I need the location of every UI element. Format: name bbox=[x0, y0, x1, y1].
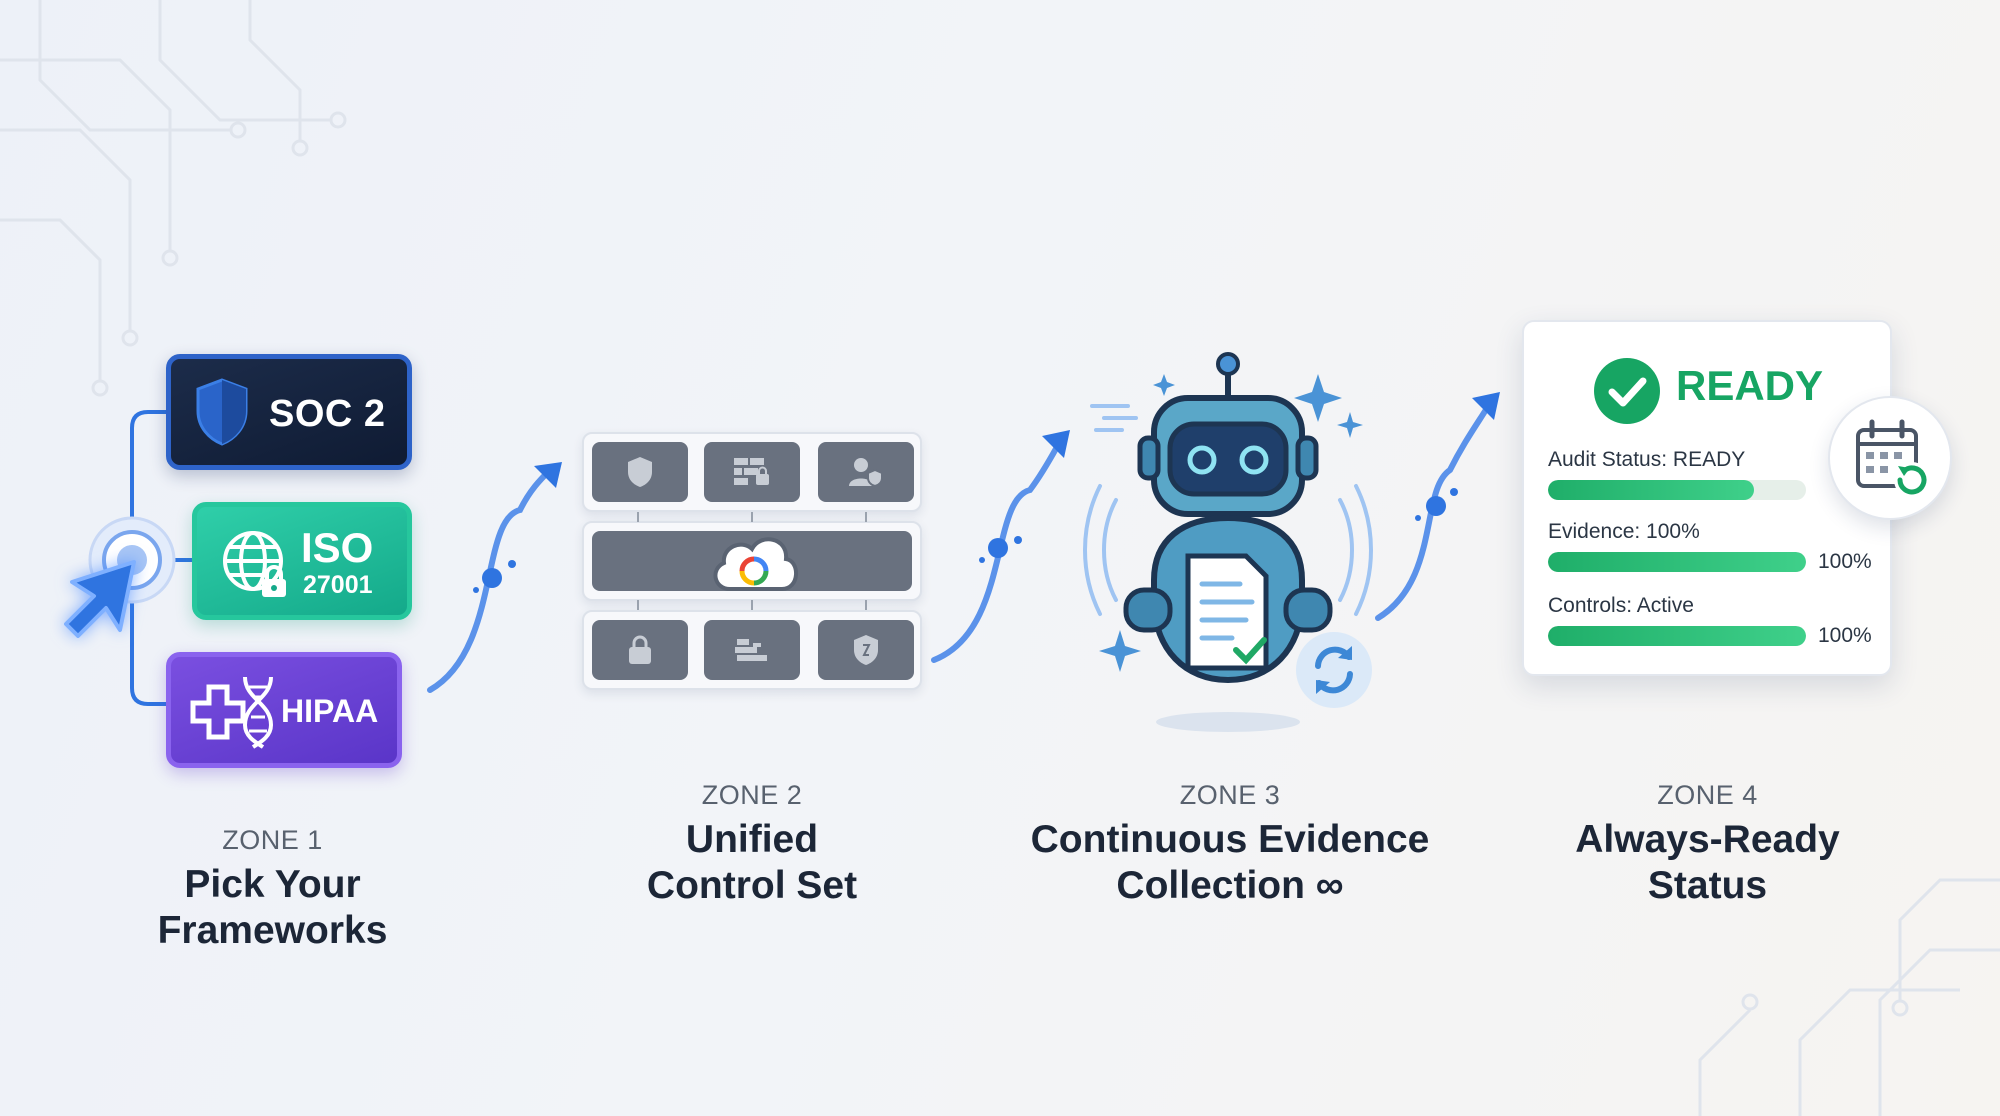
zone-3-number: ZONE 3 bbox=[1179, 780, 1281, 810]
zone-2-number: ZONE 2 bbox=[701, 780, 803, 810]
dna-icon bbox=[242, 676, 274, 749]
zone-3-title-line2: Collection ∞ bbox=[1116, 864, 1344, 907]
zone-3-title-line1: Continuous Evidence bbox=[1030, 818, 1430, 861]
zone-4-caption: ZONE 4 Always-Ready Status bbox=[1530, 780, 1885, 909]
iso-label: ISO bbox=[301, 524, 374, 571]
shield-icon bbox=[196, 378, 248, 446]
shield-icon bbox=[628, 457, 652, 487]
zone-1-title-line2: Frameworks bbox=[157, 909, 388, 952]
medical-cross-icon bbox=[190, 684, 246, 740]
zone-1-title-line1: Pick Your bbox=[184, 863, 361, 906]
zone-1-number: ZONE 1 bbox=[222, 825, 323, 855]
zone-1-caption: ZONE 1 Pick Your Frameworks bbox=[120, 825, 425, 954]
checkmark-circle-icon bbox=[1594, 358, 1660, 424]
document-check-icon bbox=[1185, 553, 1269, 671]
zone-4-number: ZONE 4 bbox=[1657, 780, 1758, 810]
progress-bar-controls bbox=[1548, 626, 1806, 646]
control-tile-user-shield[interactable] bbox=[818, 442, 914, 502]
ready-status-text: READY bbox=[1676, 362, 1824, 409]
metric-label-audit: Audit Status: READY bbox=[1548, 448, 1746, 471]
zone-3-caption: ZONE 3 Continuous Evidence Collection ∞ bbox=[1010, 780, 1450, 909]
control-row-bottom bbox=[582, 610, 922, 690]
cloud-icon bbox=[713, 537, 798, 591]
metric-label-evidence: Evidence: 100% bbox=[1548, 520, 1700, 543]
hipaa-label: HIPAA bbox=[281, 693, 379, 729]
control-tile-shield[interactable] bbox=[592, 442, 688, 502]
control-row-middle bbox=[582, 521, 922, 601]
control-tile-server[interactable] bbox=[704, 620, 800, 680]
audit-status-card: READY Audit Status: READY Evidence: 100%… bbox=[1522, 320, 1892, 676]
calendar-badge bbox=[1828, 396, 1952, 520]
sync-icon bbox=[1296, 632, 1372, 708]
cursor-icon bbox=[64, 516, 176, 638]
soc2-framework-card[interactable]: SOC 2 bbox=[166, 354, 412, 470]
zone-2-title-line1: Unified bbox=[685, 818, 819, 861]
lock-icon bbox=[262, 565, 286, 597]
user-shield-icon bbox=[849, 458, 883, 488]
control-tile-lock[interactable] bbox=[592, 620, 688, 680]
metric-percent-controls: 100% bbox=[1818, 624, 1872, 647]
globe-icon bbox=[223, 531, 283, 591]
zone-4-title-line2: Status bbox=[1647, 864, 1768, 907]
zone-4-title-line1: Always-Ready bbox=[1575, 818, 1840, 861]
zone-2-title-line2: Control Set bbox=[646, 864, 858, 907]
zone-2-caption: ZONE 2 Unified Control Set bbox=[592, 780, 912, 909]
lock-icon bbox=[629, 635, 651, 664]
iso27001-framework-card[interactable]: ISO 27001 bbox=[192, 502, 412, 620]
hipaa-framework-card[interactable]: HIPAA bbox=[166, 652, 402, 768]
control-row-top bbox=[582, 432, 922, 512]
iso-number-label: 27001 bbox=[303, 571, 373, 599]
calendar-refresh-icon bbox=[1856, 419, 1930, 498]
sparkle-icon bbox=[1099, 374, 1363, 672]
progress-fill-audit bbox=[1548, 480, 1755, 500]
progress-fill-evidence bbox=[1548, 552, 1806, 572]
progress-fill-controls bbox=[1548, 626, 1806, 646]
control-connectors bbox=[637, 512, 867, 610]
progress-bar-evidence bbox=[1548, 552, 1806, 572]
server-icon bbox=[735, 639, 767, 661]
soc2-label: SOC 2 bbox=[269, 393, 386, 435]
metric-percent-evidence: 100% bbox=[1818, 550, 1872, 573]
metric-label-controls: Controls: Active bbox=[1548, 594, 1694, 617]
control-tile-firewall[interactable] bbox=[704, 442, 800, 502]
progress-bar-audit bbox=[1548, 480, 1806, 500]
robot-icon bbox=[1083, 352, 1373, 732]
shield-icon bbox=[854, 635, 878, 665]
control-tile-shield-badge[interactable] bbox=[818, 620, 914, 680]
firewall-icon bbox=[734, 458, 769, 485]
